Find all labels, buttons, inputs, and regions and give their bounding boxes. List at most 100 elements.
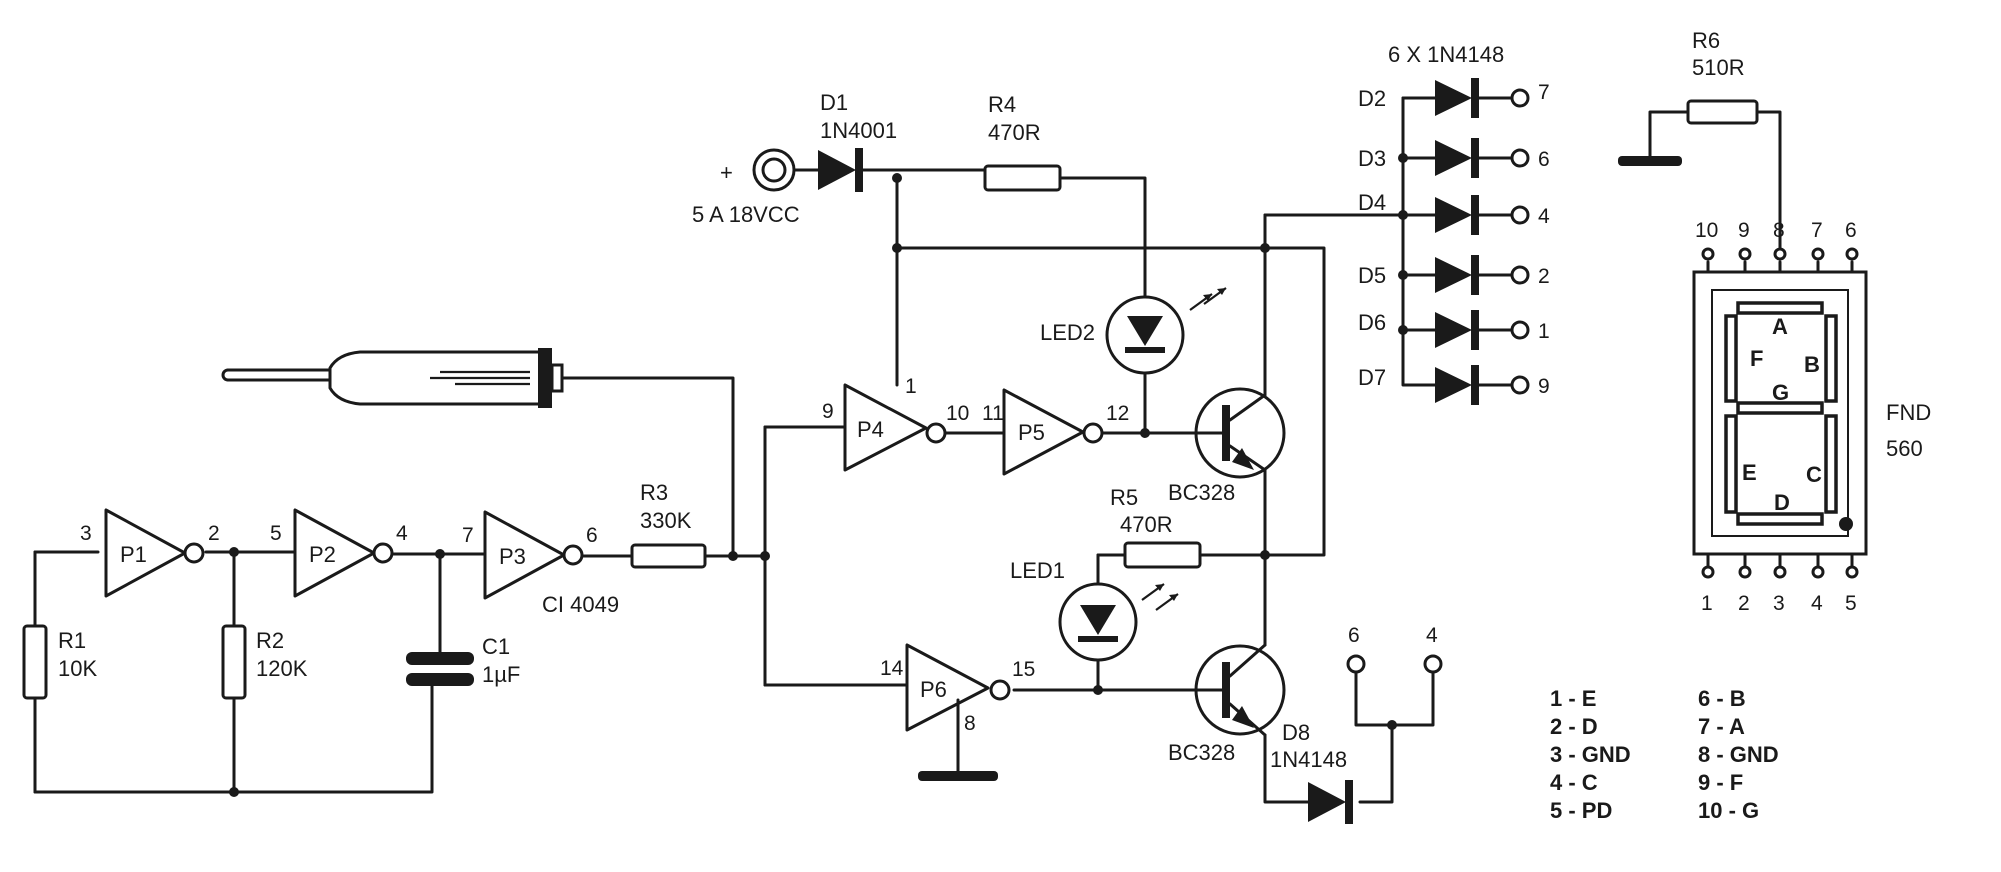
display-segments — [1724, 301, 1853, 531]
diode-row-d2: D2 7 — [1358, 78, 1550, 118]
d1-name: D1 — [820, 90, 848, 115]
p4-pin-supply: 1 — [905, 375, 917, 398]
legend-left-item: 1 - E — [1550, 686, 1596, 711]
inverter-p4: P4 9 10 1 — [822, 375, 969, 472]
supply-label: 5 A 18VCC — [692, 202, 800, 227]
transistor-q-bottom: BC328 — [1168, 643, 1286, 765]
inverter-p3: P3 7 6 CI 4049 — [462, 510, 619, 617]
diode-name: D2 — [1358, 86, 1386, 111]
resistor-r2: R2 120K — [221, 624, 308, 700]
q-top-label: BC328 — [1168, 480, 1235, 505]
display-pin-label: 2 — [1738, 592, 1750, 615]
diode-pin: 2 — [1538, 265, 1550, 288]
r1-name: R1 — [58, 628, 86, 653]
inverter-p2: P2 5 4 — [270, 508, 408, 598]
segment-e-label: E — [1742, 460, 1757, 485]
led1: LED1 — [1010, 558, 1179, 662]
r3-value: 330K — [640, 508, 692, 533]
inverter-p1: P1 3 2 — [80, 508, 220, 598]
inverter-p6: P6 14 15 8 — [880, 643, 1035, 735]
display-pin-label: 9 — [1738, 219, 1750, 242]
diode-name: D7 — [1358, 365, 1386, 390]
segment-f-label: F — [1750, 346, 1763, 371]
segment-a-label: A — [1772, 314, 1788, 339]
output-pin-right: 4 — [1426, 624, 1438, 647]
supply-plus: + — [720, 160, 733, 185]
led2-label: LED2 — [1040, 320, 1095, 345]
legend-right-item: 6 - B — [1698, 686, 1746, 711]
p1-pin-out: 2 — [208, 522, 220, 545]
r6-value: 510R — [1692, 55, 1745, 80]
p3-pin-out: 6 — [586, 524, 598, 547]
output-pins: 6 4 — [1346, 624, 1443, 674]
led2: LED2 — [1040, 287, 1227, 375]
r2-value: 120K — [256, 656, 308, 681]
diode-row-d3: D3 6 — [1358, 138, 1550, 178]
segment-g-label: G — [1772, 380, 1789, 405]
r1-value: 10K — [58, 656, 97, 681]
display-pin-label: 3 — [1773, 592, 1785, 615]
transistor-q-top: BC328 — [1168, 387, 1286, 505]
legend-left-item: 4 - C — [1550, 770, 1598, 795]
display-pin-label: 7 — [1811, 219, 1823, 242]
pinout-legend: 1 - E 2 - D 3 - GND 4 - C 5 - PD 6 - B 7… — [1550, 686, 1779, 823]
display-top-pins: 10 9 8 7 6 — [1695, 219, 1859, 274]
wires — [33, 96, 1782, 804]
r6-name: R6 — [1692, 28, 1720, 53]
segment-c-label: C — [1806, 462, 1822, 487]
inverter-p5: P5 11 12 — [982, 388, 1129, 476]
display-pin-label: 6 — [1845, 219, 1857, 242]
p6-pin-out: 15 — [1012, 658, 1035, 681]
diode-name: D3 — [1358, 146, 1386, 171]
p6-pin-in: 14 — [880, 657, 904, 680]
q-bottom-label: BC328 — [1168, 740, 1235, 765]
p6-pin-gnd: 8 — [964, 712, 976, 735]
segment-b-label: B — [1804, 352, 1820, 377]
legend-left-item: 3 - GND — [1550, 742, 1631, 767]
p4-pin-in: 9 — [822, 400, 834, 423]
diode-array: 6 X 1N4148 D2 7 D3 6 D4 4 D5 2 D6 — [1358, 42, 1550, 405]
probe-icon — [221, 348, 564, 408]
d1-value: 1N4001 — [820, 118, 897, 143]
d8-name: D8 — [1282, 720, 1310, 745]
p3-pin-in: 7 — [462, 524, 474, 547]
diode-row-d7: D7 9 — [1358, 365, 1550, 405]
p1-pin-in: 3 — [80, 522, 92, 545]
resistor-r1: R1 10K — [22, 624, 97, 700]
p1-label: P1 — [120, 542, 147, 567]
diode-name: D4 — [1358, 190, 1386, 215]
capacitor-c1: C1 1µF — [406, 634, 520, 687]
display-pin-label: 1 — [1701, 592, 1713, 615]
resistor-r6: R6 510R — [1686, 28, 1759, 125]
ic-label: CI 4049 — [542, 592, 619, 617]
diode-pin: 1 — [1538, 320, 1550, 343]
diode-row-d4: D4 4 — [1358, 190, 1550, 235]
display-pin-label: 8 — [1773, 219, 1785, 242]
display-pin-label: 5 — [1845, 592, 1857, 615]
supply-terminal: + 5 A 18VCC — [692, 148, 800, 227]
resistor-r3: R3 330K — [630, 480, 707, 569]
diode-pin: 7 — [1538, 81, 1550, 104]
p2-label: P2 — [309, 542, 336, 567]
display-pin-label: 4 — [1811, 592, 1823, 615]
d8-value: 1N4148 — [1270, 747, 1347, 772]
resistor-r5: R5 470R — [1110, 485, 1202, 569]
legend-right-item: 9 - F — [1698, 770, 1743, 795]
ground-symbol-p6 — [918, 771, 998, 781]
c1-value: 1µF — [482, 662, 520, 687]
r2-name: R2 — [256, 628, 284, 653]
p2-pin-out: 4 — [396, 522, 408, 545]
p2-pin-in: 5 — [270, 522, 282, 545]
seven-segment-display: 10 9 8 7 6 A B F G E C D — [1692, 219, 1931, 615]
r3-name: R3 — [640, 480, 668, 505]
diode-pin: 9 — [1538, 375, 1550, 398]
r4-name: R4 — [988, 92, 1016, 117]
diode-name: D6 — [1358, 310, 1386, 335]
legend-left-item: 2 - D — [1550, 714, 1598, 739]
display-name: FND — [1886, 400, 1931, 425]
diode-d8: D8 1N4148 — [1270, 720, 1353, 824]
legend-right-item: 7 - A — [1698, 714, 1745, 739]
legend-left-item: 5 - PD — [1550, 798, 1612, 823]
